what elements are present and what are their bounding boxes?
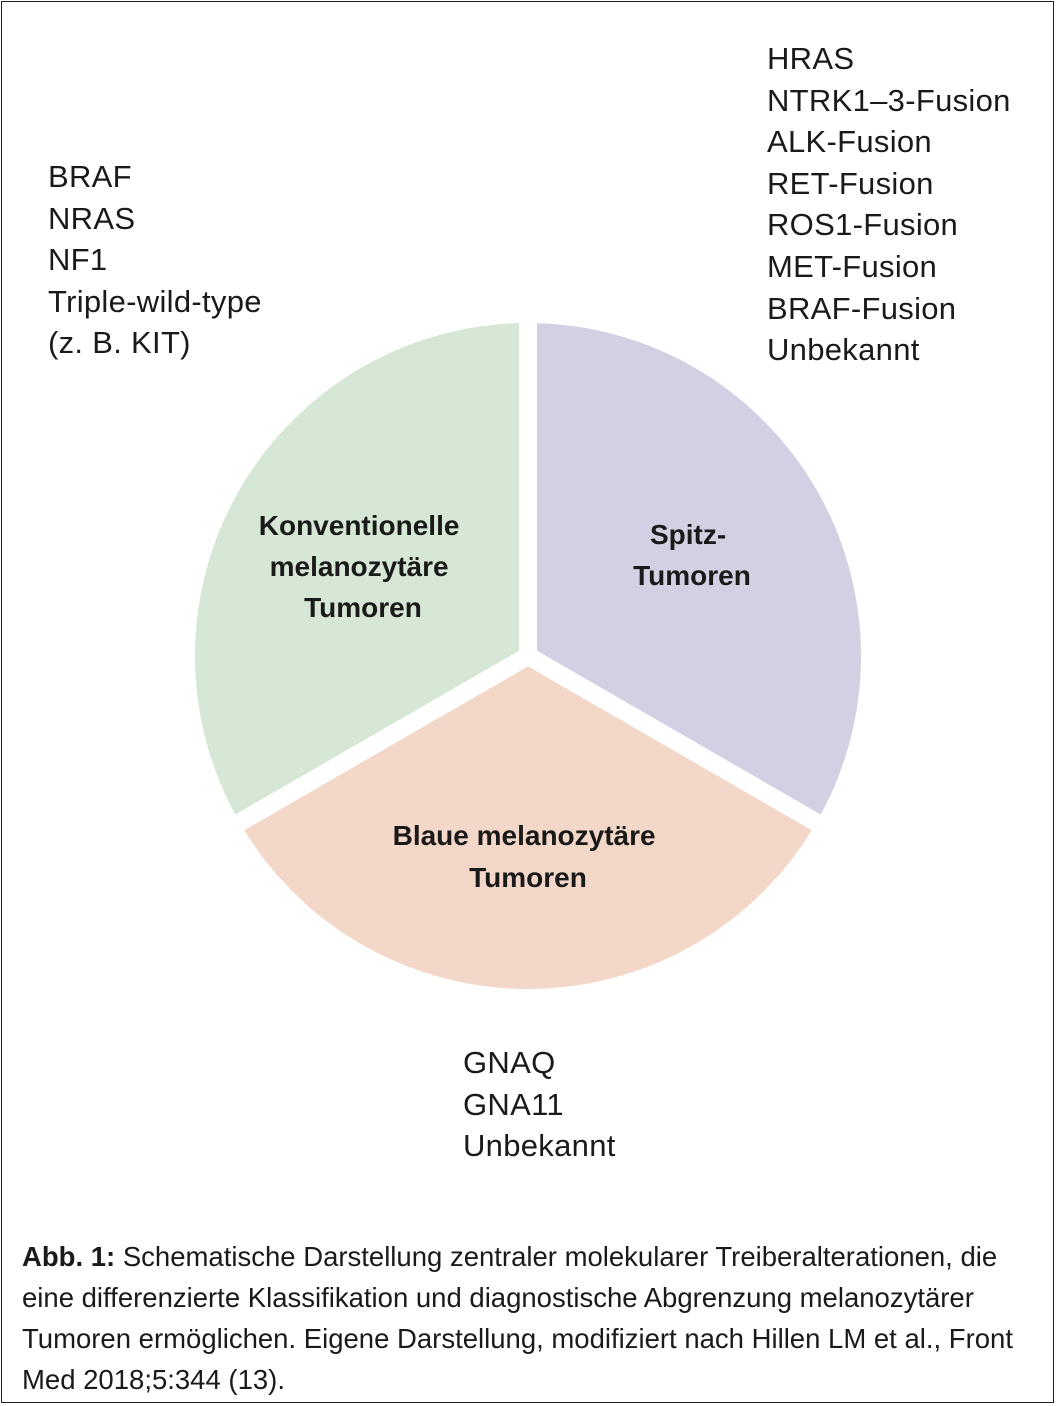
segment-label-line: Tumoren bbox=[304, 592, 422, 623]
gene-list-blue: GNAQ GNA11 Unbekannt bbox=[463, 1042, 616, 1167]
gene-item: NTRK1–3-Fusion bbox=[767, 82, 1011, 118]
gene-item: ALK-Fusion bbox=[767, 124, 932, 160]
caption-label: Abb. 1: bbox=[22, 1241, 116, 1272]
gene-item: Triple-wild-type bbox=[48, 283, 262, 319]
gene-item: GNAQ bbox=[463, 1045, 556, 1080]
gene-item: BRAF-Fusion bbox=[767, 290, 957, 326]
gene-item: HRAS bbox=[767, 41, 855, 76]
gene-item: MET-Fusion bbox=[767, 248, 938, 284]
gene-item: ROS1-Fusion bbox=[767, 207, 959, 243]
gene-list-conventional: BRAF NRAS NF1 Triple-wild-type (z. B. KI… bbox=[48, 156, 262, 364]
segment-label-line: Spitz- bbox=[650, 519, 726, 550]
gene-item: Unbekannt bbox=[767, 332, 920, 368]
gene-item: RET-Fusion bbox=[767, 165, 934, 201]
segment-label-line: Tumoren bbox=[469, 862, 587, 893]
figure-caption: Abb. 1: Schematische Darstellung zentral… bbox=[22, 1236, 1037, 1400]
segment-label-line: Konventionelle bbox=[259, 510, 460, 541]
gene-item: (z. B. KIT) bbox=[48, 325, 191, 361]
segment-blue bbox=[219, 645, 837, 1007]
segment-label-spitz: Spitz- Tumoren bbox=[633, 519, 751, 591]
gene-item: NF1 bbox=[48, 242, 108, 278]
gene-item: GNA11 bbox=[463, 1086, 564, 1122]
segment-label-conventional: Konventionelle melanozytäre Tumoren bbox=[259, 510, 467, 623]
segment-label-line: Tumoren bbox=[633, 560, 751, 591]
segment-label-line: melanozytäre bbox=[270, 551, 449, 582]
gene-list-spitz: HRAS NTRK1–3-Fusion ALK-Fusion RET-Fusio… bbox=[767, 38, 1011, 371]
gene-item: Unbekannt bbox=[463, 1128, 616, 1164]
segment-label-line: Blaue melanozytäre bbox=[393, 820, 656, 851]
gene-item: NRAS bbox=[48, 200, 136, 236]
segment-label-blue: Blaue melanozytäre Tumoren bbox=[393, 820, 664, 893]
gene-item: BRAF bbox=[48, 159, 132, 194]
caption-text: Schematische Darstellung zentraler molek… bbox=[22, 1241, 1013, 1395]
